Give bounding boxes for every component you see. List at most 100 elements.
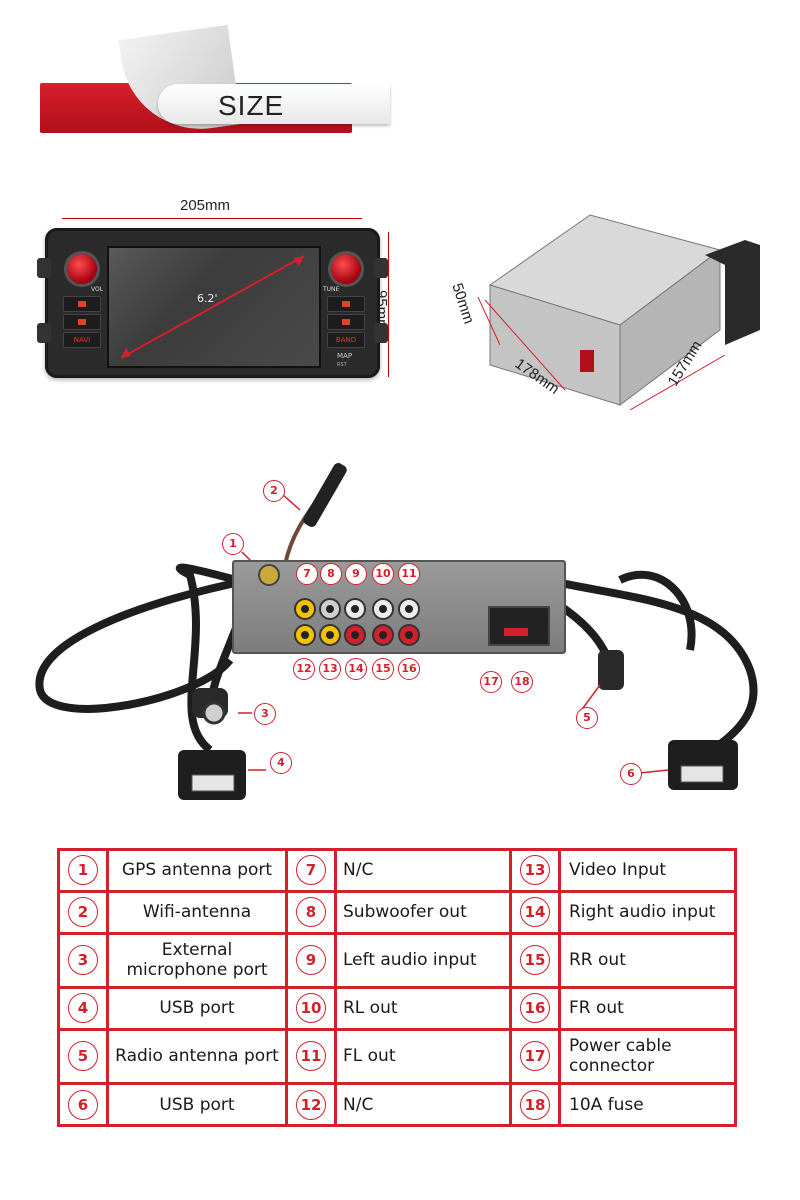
volume-knob [67,254,97,284]
display-screen: 6.2' [107,246,321,368]
rca-jack-14 [346,626,364,644]
back-button-icon [63,314,101,330]
legend-label: 10A fuse [558,1082,737,1127]
callout-14: 14 [345,658,367,680]
mount-ear [374,323,388,343]
legend-number-cell: 14 [509,889,561,935]
legend-number-cell: 12 [285,1082,337,1127]
callout-9: 9 [345,563,367,585]
legend-number-cell: 1 [57,848,109,893]
legend-number-badge: 16 [520,993,550,1024]
legend-number-badge: 5 [68,1041,98,1072]
callout-15: 15 [372,658,394,680]
legend-number-cell: 13 [509,848,561,893]
legend-label: Right audio input [558,889,737,935]
legend-label: N/C [334,848,512,893]
callout-10: 10 [372,563,394,585]
legend-number-cell: 15 [509,931,561,989]
legend-label: Video Input [558,848,737,893]
size-banner: SIZE [40,24,390,140]
vol-label: VOL [91,286,104,293]
rca-jack-12 [296,626,314,644]
legend-number-cell: 18 [509,1082,561,1127]
band-button: BAND [327,332,365,348]
rca-jack-9 [346,600,364,618]
rst-label: RST [337,362,347,368]
gps-antenna-jack [258,564,280,586]
legend-label: Left audio input [334,931,512,989]
legend-number-badge: 13 [520,855,550,886]
legend-number-badge: 14 [520,897,550,928]
legend-number-badge: 18 [520,1089,550,1120]
callout-2: 2 [263,480,285,502]
legend-number-badge: 17 [520,1041,550,1072]
legend-label: RL out [334,985,512,1031]
legend-number-badge: 10 [296,993,326,1024]
callout-16: 16 [398,658,420,680]
tune-knob [331,254,361,284]
legend-number-cell: 3 [57,931,109,989]
rca-jack-16 [400,626,418,644]
banner-title: SIZE [218,90,285,121]
next-button-icon [327,296,365,312]
width-dimension-line [62,218,362,219]
legend-number-cell: 9 [285,931,337,989]
legend-label: FL out [334,1027,512,1086]
rca-jack-15 [374,626,392,644]
screen-diagonal-arrow [120,255,305,359]
legend-label: Subwoofer out [334,889,512,935]
legend-label: RR out [558,931,737,989]
rear-panel [232,560,566,654]
callout-4: 4 [270,752,292,774]
rca-jack-11 [400,600,418,618]
legend-label: Wifi-antenna [106,889,288,935]
mount-ear [374,258,388,278]
legend-label: GPS antenna port [106,848,288,893]
legend-number-badge: 9 [296,945,326,976]
legend-number-badge: 2 [68,897,98,928]
legend-label: USB port [106,985,288,1031]
legend-number-cell: 16 [509,985,561,1031]
prev-button-icon [327,314,365,330]
map-label: MAP [337,352,353,360]
rca-jack-13 [321,626,339,644]
callout-12: 12 [293,658,315,680]
rca-jack-7 [296,600,314,618]
legend-number-cell: 2 [57,889,109,935]
callout-18: 18 [511,671,533,693]
rca-jack-8 [321,600,339,618]
tune-label: TUNE [323,286,340,293]
legend-label: Power cable connector [558,1027,737,1086]
mount-ear [37,258,51,278]
callout-11: 11 [398,563,420,585]
legend-label: USB port [106,1082,288,1127]
height-dimension-line [388,232,389,377]
legend-number-badge: 7 [296,855,326,886]
legend-number-cell: 5 [57,1027,109,1086]
callout-5: 5 [576,707,598,729]
callout-7: 7 [296,563,318,585]
legend-number-cell: 7 [285,848,337,893]
callout-8: 8 [320,563,342,585]
legend-label: External microphone port [106,931,288,989]
legend-number-cell: 10 [285,985,337,1031]
legend-number-badge: 6 [68,1089,98,1120]
fuse [504,628,528,636]
callout-1: 1 [222,533,244,555]
mount-ear [37,323,51,343]
legend-number-cell: 6 [57,1082,109,1127]
callout-13: 13 [319,658,341,680]
screen-size-label: 6.2' [197,292,218,305]
head-unit-front: VOL TUNE NAVI BAND MAP RST 6.2' [37,228,388,378]
legend-label: N/C [334,1082,512,1127]
chassis-illustration [477,214,760,411]
banner-white-tab [158,84,390,124]
width-dimension-label: 205mm [180,197,231,214]
